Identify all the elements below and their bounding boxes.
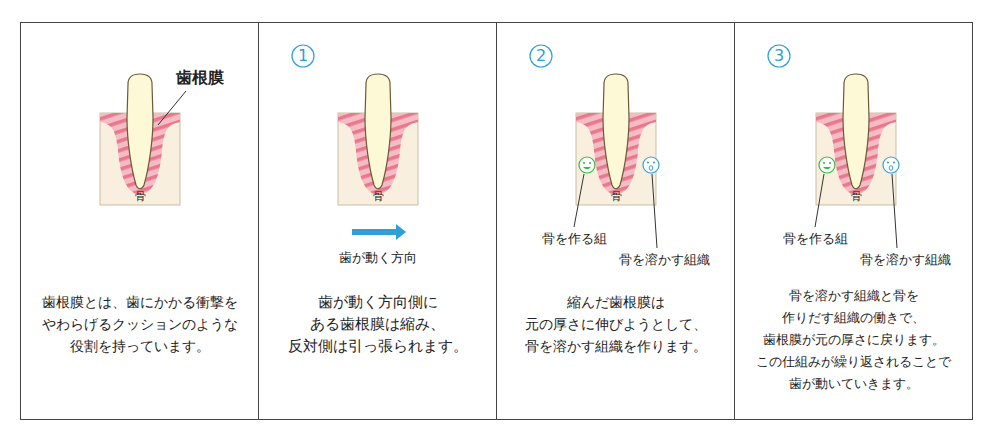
step-number-circle: 3: [767, 44, 791, 68]
leader-line: [892, 174, 897, 248]
panel-description: 縮んだ歯根膜は 元の厚さに伸びようとして、 骨を溶かす組織を作ります。: [503, 291, 729, 357]
leader-line: [574, 174, 584, 227]
step-number: 2: [529, 44, 553, 68]
figure-label: 骨: [373, 190, 384, 203]
tooth-figure: [338, 74, 418, 205]
tooth-figure: [576, 74, 656, 205]
tooth-figure: [816, 74, 896, 205]
step-panel: 骨を溶かす組織と骨を 作りだす組織の働きで、 歯根膜が元の厚さに戻ります。 この…: [734, 22, 973, 420]
direction-arrow: [352, 229, 396, 235]
figure-label: 骨を溶かす組織: [860, 252, 951, 268]
bone-melting-icon: [883, 157, 899, 173]
figure-label: 骨を溶かす組織: [619, 252, 710, 268]
panel-description: 歯根膜とは、歯にかかる衝撃を やわらげるクッションのような 役割を持っています。: [27, 291, 253, 357]
leader-line: [815, 174, 824, 227]
step-panel: 縮んだ歯根膜は 元の厚さに伸びようとして、 骨を溶かす組織を作ります。 2: [496, 22, 735, 420]
panel-description: 歯が動く方向側に ある歯根膜は縮み、 反対側は引っ張られます。: [268, 291, 488, 357]
step-number: 1: [291, 44, 315, 68]
tooth-figure: [100, 74, 180, 205]
panel-description: 骨を溶かす組織と骨を 作りだす組織の働きで、 歯根膜が元の厚さに戻ります。 この…: [741, 285, 967, 395]
step-number-circle: 2: [529, 44, 553, 68]
figure-label: 骨: [851, 190, 862, 203]
bone-making-icon: [579, 157, 595, 173]
step-panel: 歯が動く方向側に ある歯根膜は縮み、 反対側は引っ張られます。 1: [258, 22, 497, 420]
leader-line: [158, 91, 186, 125]
figure-label: 歯根膜: [176, 68, 224, 87]
step-number: 3: [767, 44, 791, 68]
figure-label: 骨を作る組: [542, 231, 607, 247]
figure-label: 骨: [135, 190, 146, 203]
bone-melting-icon: [643, 157, 659, 173]
figure-label: 歯が動く方向: [339, 250, 417, 266]
figure-label: 骨を作る組: [783, 231, 848, 247]
leader-line: [652, 174, 657, 248]
step-number-circle: 1: [291, 44, 315, 68]
direction-arrowhead: [396, 224, 406, 240]
figure-label: 骨: [611, 190, 622, 203]
bone-making-icon: [819, 157, 835, 173]
